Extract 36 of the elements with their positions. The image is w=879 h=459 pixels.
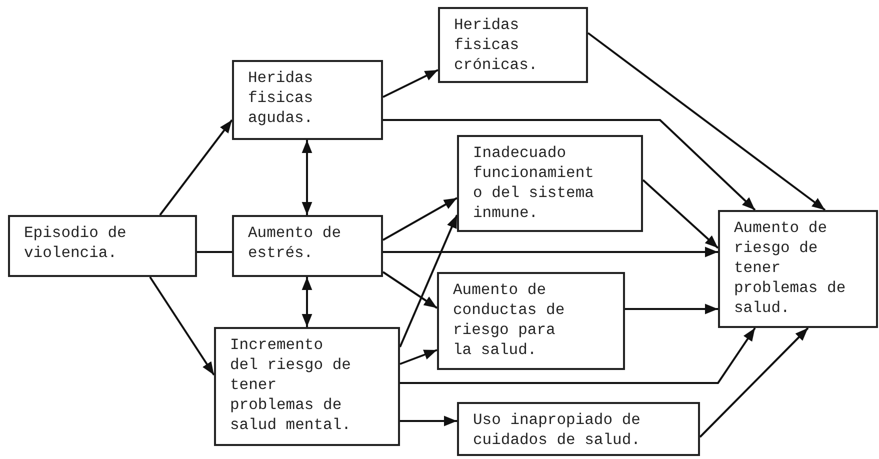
box-text: Heridas fisicas agudas. xyxy=(248,68,314,128)
process-box xyxy=(718,210,878,328)
arrow xyxy=(159,119,233,216)
arrow xyxy=(699,327,809,438)
process-box xyxy=(214,327,400,446)
box-text: Inadecuado funcionamient o del sistema inmune. xyxy=(473,143,595,223)
box-text: Aumento de conductas de riesgo para la salud. xyxy=(453,280,566,360)
connector-line xyxy=(197,251,232,253)
arrow xyxy=(625,304,718,314)
box-text: Heridas fisicas crónicas. xyxy=(454,15,539,75)
arrow xyxy=(400,416,457,426)
arrow xyxy=(382,69,438,98)
arrow xyxy=(399,214,458,348)
process-box xyxy=(232,60,383,140)
arrow xyxy=(383,119,756,211)
process-box xyxy=(232,215,383,277)
arrow xyxy=(642,179,719,249)
process-box xyxy=(8,215,197,277)
process-box xyxy=(457,402,700,456)
arrow xyxy=(587,32,826,211)
arrow xyxy=(382,197,458,241)
box-text: Uso inapropiado de cuidados de salud. xyxy=(473,410,642,450)
box-text: Incremento del riesgo de tener problemas de salud mental. xyxy=(230,335,352,435)
process-box xyxy=(437,272,625,370)
double-arrow xyxy=(302,277,312,327)
arrow xyxy=(400,327,756,384)
arrow xyxy=(400,349,438,365)
box-text: Episodio de violencia. xyxy=(24,223,128,263)
process-box xyxy=(438,7,588,83)
box-text: Aumento de riesgo de tener problemas de salud. xyxy=(734,218,847,318)
process-box xyxy=(457,135,643,232)
double-arrow xyxy=(302,140,312,215)
arrow xyxy=(382,271,438,309)
arrow xyxy=(149,276,215,376)
box-text: Aumento de estrés. xyxy=(248,223,342,263)
arrow xyxy=(383,246,718,258)
